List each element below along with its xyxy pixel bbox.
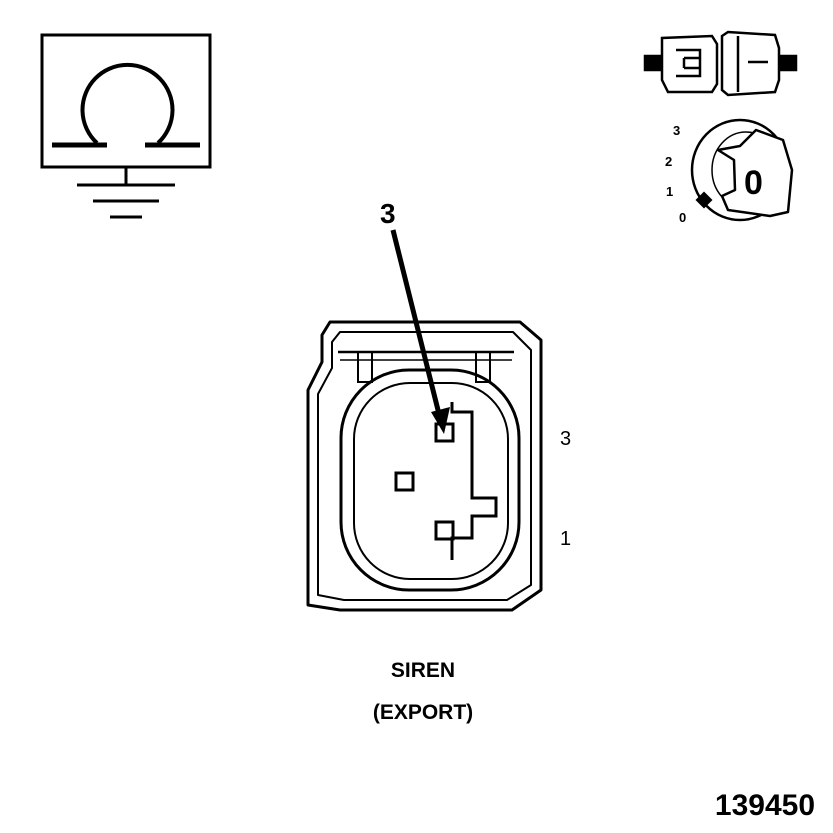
ignition-position-3: 3 <box>673 123 680 138</box>
ignition-position-2: 2 <box>665 154 672 169</box>
connector-disconnected-icon <box>643 30 798 97</box>
pin-3-arrow <box>390 229 450 434</box>
pin-cavity-1 <box>434 520 455 541</box>
ignition-position-0: 0 <box>679 210 686 225</box>
ignition-position-1: 1 <box>666 184 673 199</box>
connector-variant: (EXPORT) <box>373 701 473 724</box>
connector-name: SIREN <box>391 659 455 682</box>
arrow-pin-label: 3 <box>380 198 396 229</box>
pin-label-1: 1 <box>560 528 571 550</box>
ignition-key-label: 0 <box>744 164 763 202</box>
figure-number: 139450 <box>715 789 815 822</box>
ignition-key-off-icon: 3 2 1 0 0 <box>665 118 794 225</box>
pin-label-3: 3 <box>560 428 571 450</box>
ohm-ground-icon <box>40 33 212 219</box>
pin-cavity-middle <box>394 471 415 492</box>
